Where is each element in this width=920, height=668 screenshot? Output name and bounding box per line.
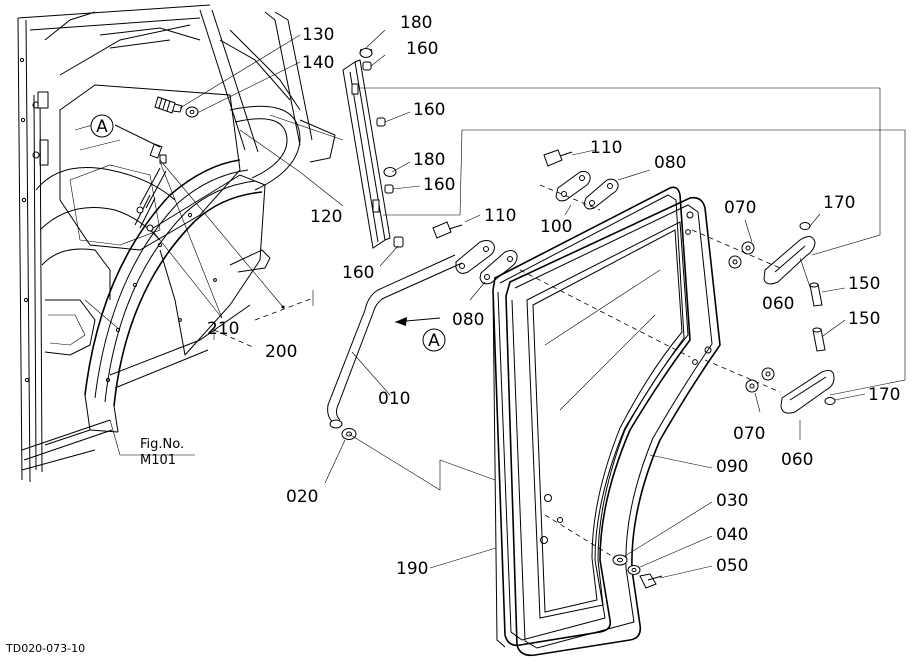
fig-ref-number: M101 bbox=[140, 453, 176, 468]
upper-hinge-links bbox=[543, 149, 651, 216]
assembly-line-upper bbox=[539, 184, 601, 211]
drawing-code: TD020-073-10 bbox=[5, 642, 85, 655]
label-030: 030 bbox=[716, 491, 748, 511]
lower-hinge-arm-060 bbox=[780, 319, 866, 440]
label-040: 040 bbox=[716, 525, 748, 545]
upper-hinge-arm-060 bbox=[763, 213, 846, 307]
part-labels: 180 160 130 140 160 180 160 120 160 110 … bbox=[207, 13, 900, 579]
cabin-frame bbox=[17, 4, 336, 483]
label-140: 140 bbox=[302, 53, 334, 73]
leader-020-routing bbox=[348, 433, 496, 491]
label-200: 200 bbox=[265, 342, 297, 362]
leader-090 bbox=[649, 454, 713, 469]
callout-a-left: A bbox=[90, 114, 114, 138]
door-glass-assembly bbox=[492, 186, 721, 657]
assembly-line-lower bbox=[519, 269, 691, 358]
bolt-130-washer-140 bbox=[154, 34, 301, 118]
label-180-top: 180 bbox=[400, 13, 432, 33]
callout-a-center: A bbox=[422, 328, 446, 352]
dim-line-200b bbox=[254, 297, 314, 321]
label-120: 120 bbox=[310, 207, 342, 227]
label-090: 090 bbox=[716, 457, 748, 477]
label-100: 100 bbox=[540, 217, 572, 237]
label-010: 010 bbox=[378, 389, 410, 409]
fasteners-030-040-050 bbox=[544, 501, 713, 589]
label-020: 020 bbox=[286, 487, 318, 507]
leader-190 bbox=[429, 547, 497, 569]
label-150-upper: 150 bbox=[848, 274, 880, 294]
label-080-lower: 080 bbox=[452, 310, 484, 330]
label-190: 190 bbox=[396, 559, 428, 579]
lower-hinge-links bbox=[432, 214, 518, 301]
handrail-010 bbox=[324, 254, 463, 484]
gas-strut-assembly bbox=[134, 143, 285, 319]
label-110-upper: 110 bbox=[590, 138, 622, 158]
dim-line-200 bbox=[213, 329, 256, 349]
label-150-lower: 150 bbox=[848, 309, 880, 329]
label-160-mid: 160 bbox=[413, 100, 445, 120]
label-070-upper: 070 bbox=[724, 198, 756, 218]
hinge-nuts bbox=[359, 29, 421, 267]
label-170-upper: 170 bbox=[823, 193, 855, 213]
hinge-rail-120 bbox=[239, 59, 906, 396]
label-160-bottom: 160 bbox=[342, 263, 374, 283]
callout-a-arrow bbox=[394, 317, 441, 326]
callout-a-left-arrow bbox=[114, 124, 161, 148]
label-080-upper: 080 bbox=[654, 153, 686, 173]
dim-ticks-200 bbox=[213, 290, 314, 340]
lower-washers-070 bbox=[704, 359, 781, 413]
upper-washers-070 bbox=[691, 219, 781, 269]
label-130: 130 bbox=[302, 25, 334, 45]
label-170-lower: 170 bbox=[868, 385, 900, 405]
svg-text:A: A bbox=[428, 331, 440, 351]
label-050: 050 bbox=[716, 556, 748, 576]
label-180-mid: 180 bbox=[413, 150, 445, 170]
label-210: 210 bbox=[207, 319, 239, 339]
label-160-low: 160 bbox=[423, 175, 455, 195]
label-160-top: 160 bbox=[406, 39, 438, 59]
svg-text:A: A bbox=[96, 117, 108, 137]
label-060-upper: 060 bbox=[762, 294, 794, 314]
label-060-lower: 060 bbox=[781, 450, 813, 470]
fig-ref-label: Fig.No. bbox=[140, 437, 184, 452]
fig-ref-leader bbox=[109, 419, 195, 456]
label-110-lower: 110 bbox=[484, 206, 516, 226]
label-070-lower: 070 bbox=[733, 424, 765, 444]
